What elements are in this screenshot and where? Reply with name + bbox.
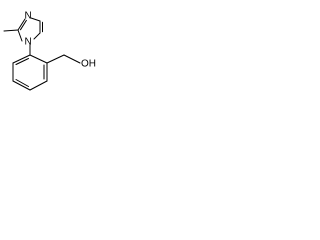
chemical-structure-diagram: N N OH	[3, 11, 96, 91]
imidazole-double-bond-c2-n3	[20, 19, 27, 31]
imidazole-bond-n3-c4	[30, 17, 41, 22]
imidazole-bond-c2-n3	[17, 18, 26, 31]
benzene-double-bond-c	[15, 58, 29, 65]
benzene-ring	[12, 54, 48, 91]
c-o-bond	[63, 54, 81, 64]
atom-label-n3: N	[25, 11, 32, 22]
benzylic-bond	[46, 54, 65, 64]
imidazole-bond-n1-c2	[17, 29, 23, 42]
benzene-double-bond-b	[15, 79, 29, 87]
atom-label-oh: OH	[81, 59, 96, 70]
imidazole-bond-c5-n1	[33, 32, 41, 40]
benzene-bond-3	[29, 80, 48, 91]
methyl-bond	[3, 29, 19, 32]
benzene-bond-4	[12, 80, 31, 91]
benzene-bond-6	[12, 54, 31, 64]
atom-label-n1: N	[25, 37, 32, 48]
benzene-bond-1	[29, 54, 48, 64]
imidazole-ring	[17, 17, 43, 42]
